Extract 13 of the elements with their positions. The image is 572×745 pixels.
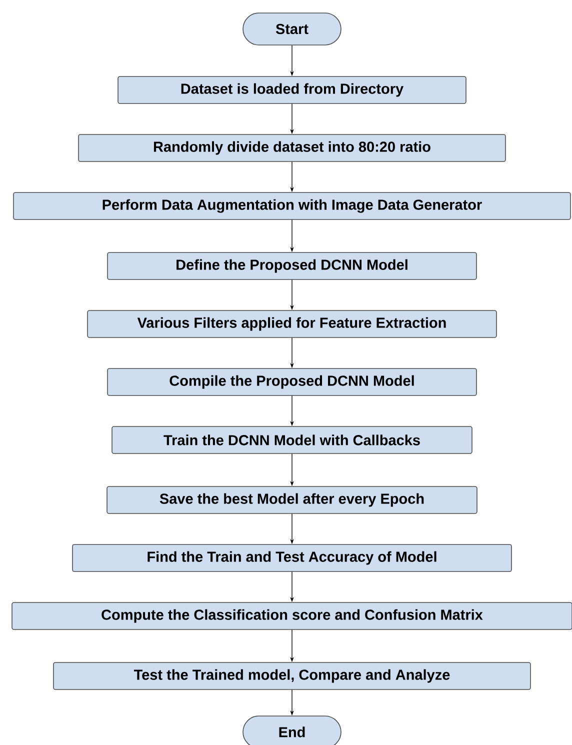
- process-box: Various Filters applied for Feature Extraction: [87, 310, 497, 338]
- process-box: Define the Proposed DCNN Model: [107, 252, 477, 280]
- process-box: Compile the Proposed DCNN Model: [107, 368, 477, 396]
- process-box: Perform Data Augmentation with Image Data Generator: [13, 192, 571, 220]
- process-box: Dataset is loaded from Directory: [118, 76, 466, 104]
- terminal-capsule: End: [242, 716, 342, 745]
- process-box: Train the DCNN Model with Callbacks: [112, 426, 472, 454]
- process-box: Randomly divide dataset into 80:20 ratio: [78, 134, 506, 162]
- process-box: Save the best Model after every Epoch: [106, 486, 478, 514]
- process-box: Test the Trained model, Compare and Analyze: [53, 662, 531, 690]
- process-box: Find the Train and Test Accuracy of Model: [72, 544, 512, 572]
- terminal-capsule: Start: [242, 12, 342, 46]
- process-box: Compute the Classification score and Confusion Matrix: [12, 602, 572, 630]
